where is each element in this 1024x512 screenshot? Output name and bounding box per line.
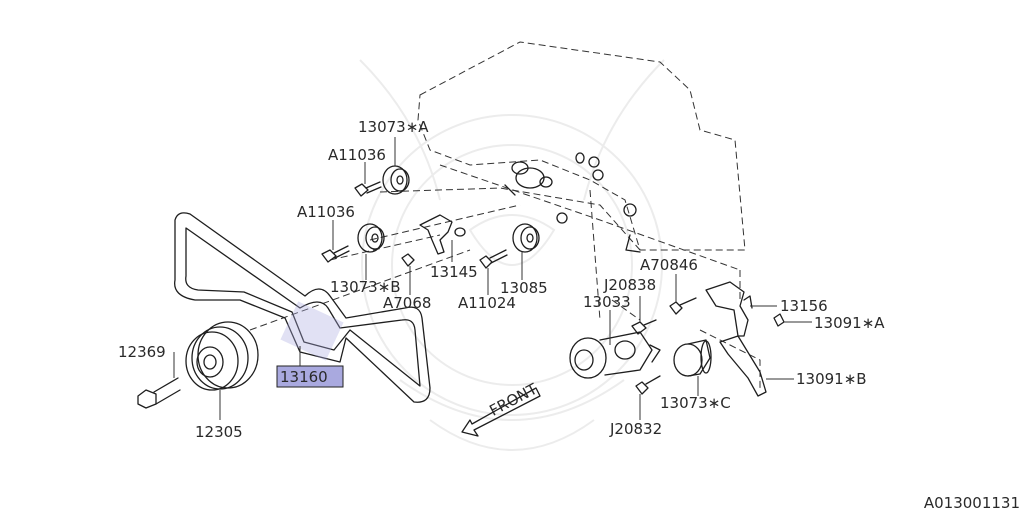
timing-belt-13160 (174, 212, 431, 403)
watermark-emblem (359, 59, 665, 451)
label-13085[interactable]: 13085 (500, 279, 548, 297)
label-13091a[interactable]: 13091∗A (814, 314, 885, 332)
label-a7068[interactable]: A7068 (383, 294, 431, 312)
bolt-a11036-lower (321, 245, 350, 263)
belt-highlight (280, 301, 344, 361)
label-12305[interactable]: 12305 (195, 423, 243, 441)
label-13091b[interactable]: 13091∗B (796, 370, 867, 388)
idler-pulley-13073a (382, 165, 410, 195)
label-13145[interactable]: 13145 (430, 263, 478, 281)
part-labels: 13073∗A A11036 A11036 13073∗B 13145 A706… (118, 118, 885, 441)
bolt-a11024 (479, 249, 508, 269)
front-arrow: FRONT (461, 379, 541, 437)
label-j20838[interactable]: J20838 (603, 276, 656, 294)
label-j20832[interactable]: J20832 (609, 420, 662, 438)
part-13160-highlight-box (276, 365, 344, 388)
bracket-13145 (419, 214, 466, 255)
label-13156[interactable]: 13156 (780, 297, 828, 315)
label-13073a[interactable]: 13073∗A (358, 118, 429, 136)
idler-pulley-13085 (512, 223, 540, 253)
idler-pulley-13073b (357, 223, 385, 253)
crank-bolt-12369 (137, 377, 181, 409)
label-a11024[interactable]: A11024 (458, 294, 516, 312)
leader-lines (173, 137, 812, 420)
label-a70846[interactable]: A70846 (640, 256, 698, 274)
crank-pulley-12305 (185, 321, 259, 391)
bolt-a11036-upper (354, 181, 382, 197)
cover-13091b (719, 335, 767, 397)
label-13073c[interactable]: 13073∗C (660, 394, 731, 412)
image-code: A013001131 (924, 494, 1020, 512)
idler-pulley-13073c (673, 339, 712, 377)
engine-block-outline (249, 41, 761, 390)
bolt-a7068 (401, 253, 415, 267)
label-a11036-lower[interactable]: A11036 (297, 203, 355, 221)
label-a11036-upper[interactable]: A11036 (328, 146, 386, 164)
bracket-13156 (705, 281, 753, 337)
label-13033[interactable]: 13033 (583, 293, 631, 311)
label-12369[interactable]: 12369 (118, 343, 166, 361)
tensioner-13033 (569, 331, 661, 379)
cover-13091a (773, 313, 785, 327)
label-13160[interactable]: 13160 (280, 368, 328, 386)
label-13073b[interactable]: 13073∗B (330, 278, 401, 296)
bolt-a70846 (669, 297, 697, 315)
bolt-j20832 (635, 375, 661, 395)
bolt-j20838 (631, 319, 657, 335)
engine-mount-parts (504, 152, 641, 253)
